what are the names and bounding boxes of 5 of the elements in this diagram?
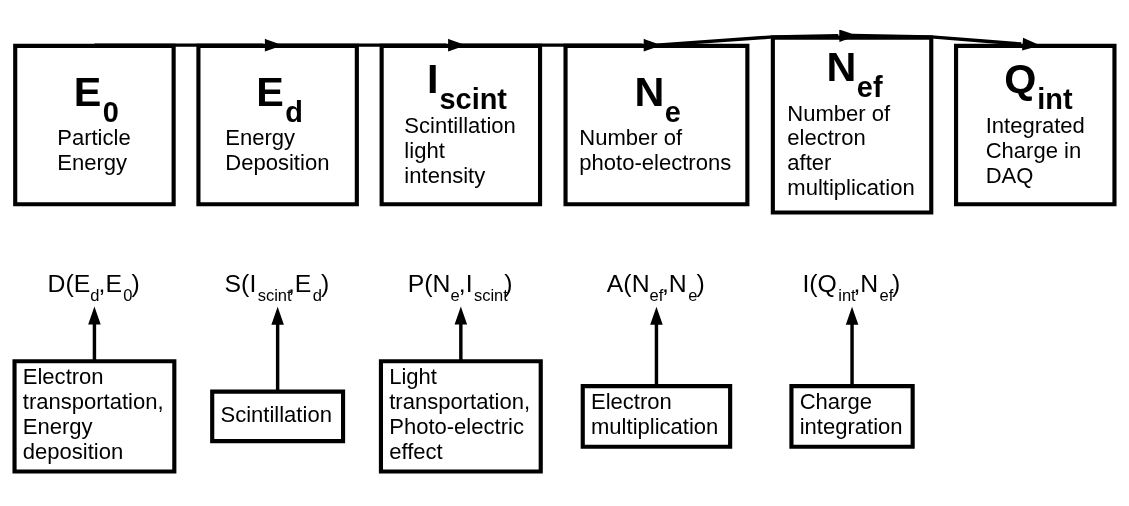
node-text: A(N$_{ef}$,N$_{e}$) xyxy=(606,269,705,305)
node-text: P(N$_{e}$,I$_{scint}$) xyxy=(407,269,513,305)
node-text: S(I$_{scint}$,E$_{d}$) xyxy=(224,269,330,305)
node-text: I(Q$_{int}$,N$_{ef}$) xyxy=(802,269,901,305)
node-text: D(E$_{d}$,E$_{0}$) xyxy=(47,269,140,305)
